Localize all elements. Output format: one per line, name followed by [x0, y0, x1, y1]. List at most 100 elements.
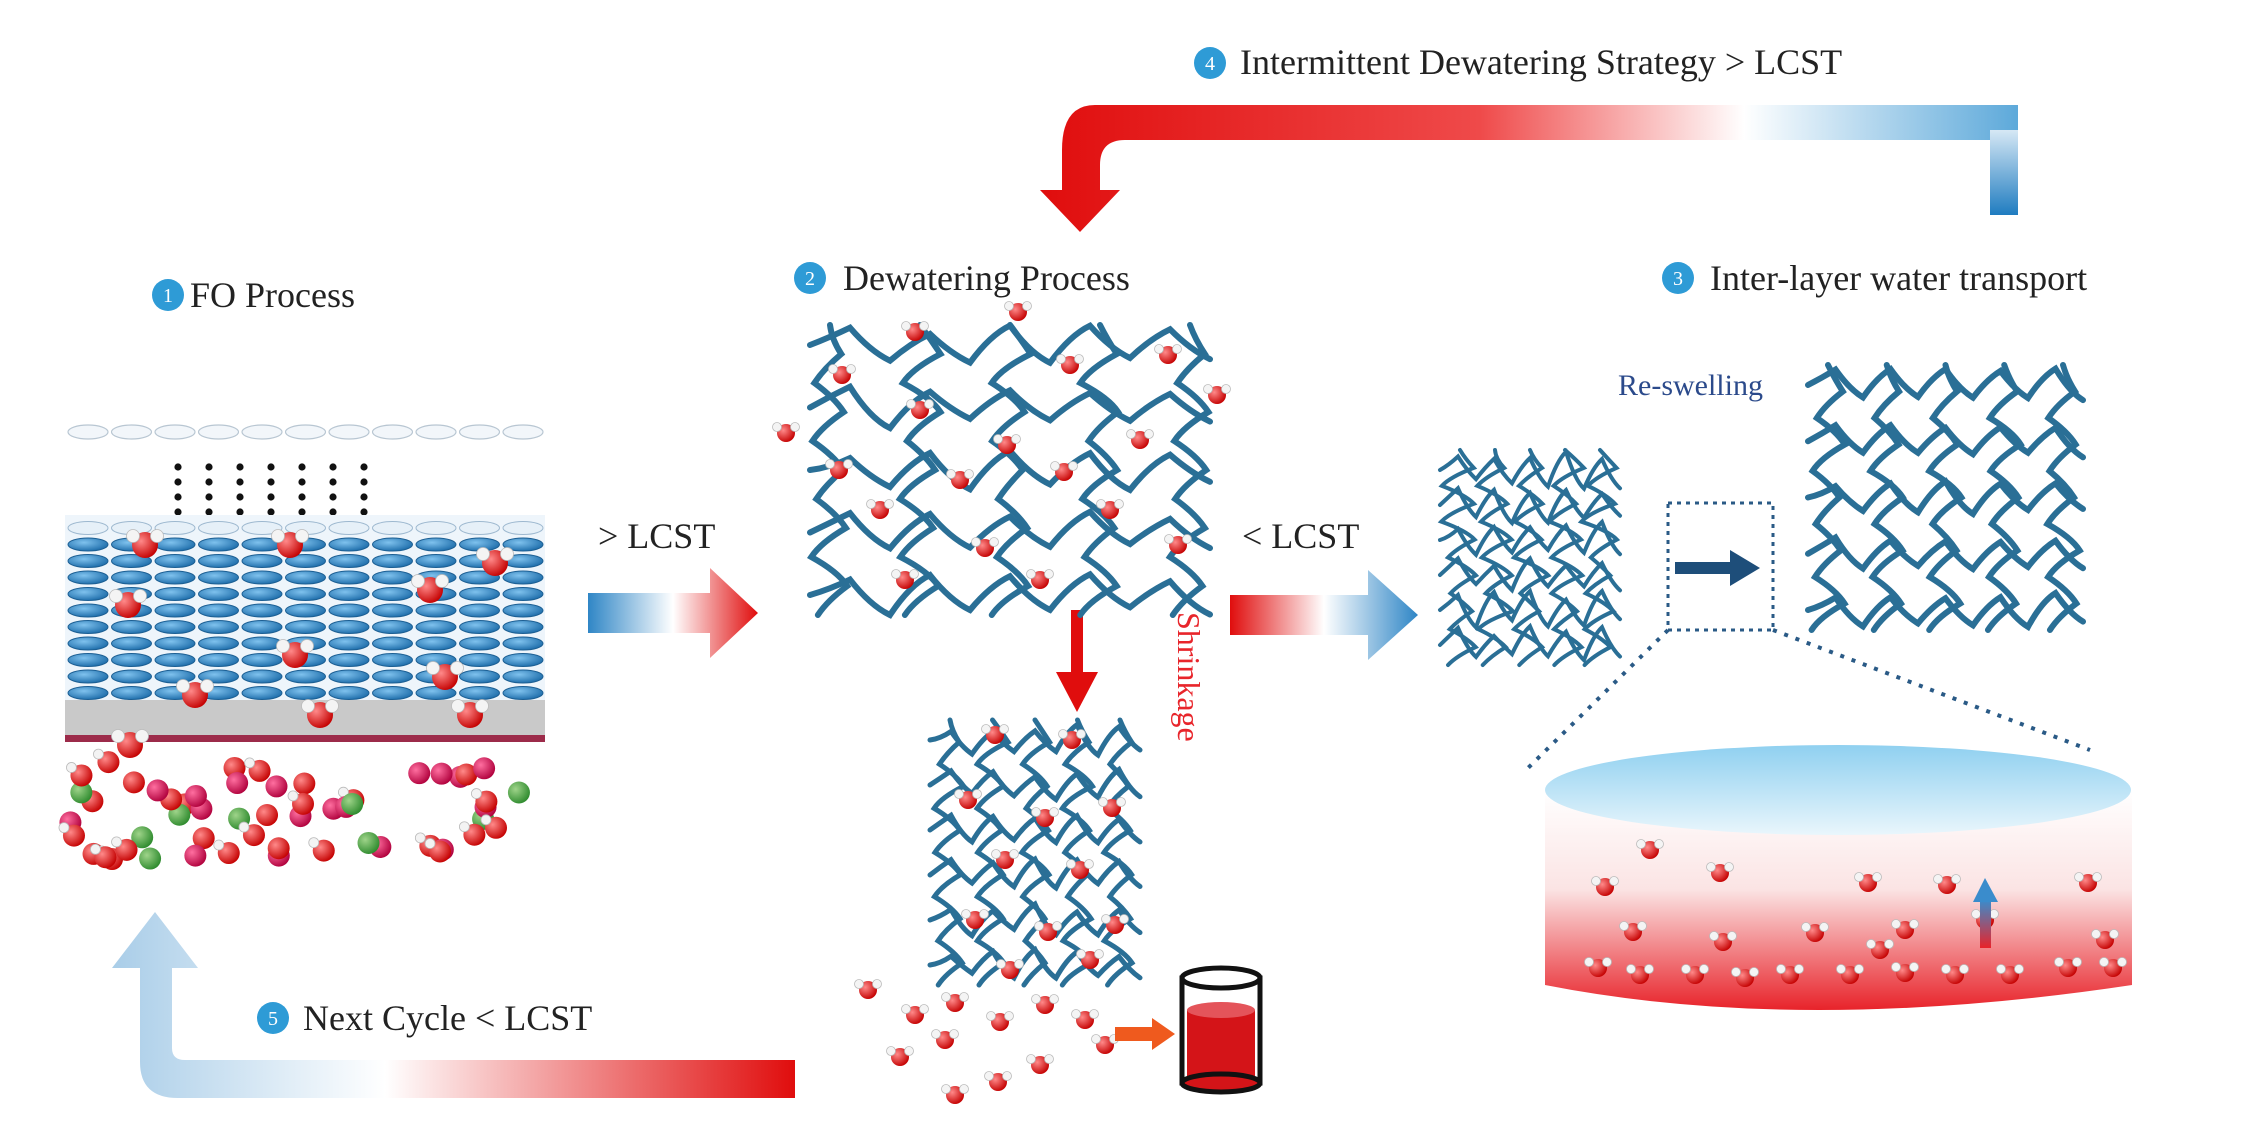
network-water — [772, 301, 1231, 590]
membrane-disk — [154, 636, 196, 651]
polymer-chain — [1925, 362, 1966, 633]
membrane-disk — [415, 424, 457, 440]
solute-particle — [122, 771, 145, 794]
solute-dot — [360, 463, 368, 471]
membrane-disk — [285, 603, 326, 618]
membrane-disk — [284, 424, 327, 440]
membrane-disk — [67, 537, 109, 552]
membrane-disk — [67, 686, 109, 700]
membrane-disk — [502, 603, 544, 618]
solute-dot — [267, 493, 275, 501]
membrane-disk — [111, 570, 152, 585]
polymer-chain — [807, 570, 1213, 619]
solute-dot — [329, 493, 337, 501]
polymer-chain — [1510, 448, 1552, 667]
membrane-disk — [328, 669, 370, 684]
svg-text:Dewatering Process: Dewatering Process — [843, 258, 1130, 298]
dewatering-network — [806, 321, 1213, 619]
hydrogen-atom — [111, 836, 122, 848]
hydrogen-atom — [90, 843, 101, 855]
water-molecule — [1071, 1009, 1099, 1030]
membrane-disk — [285, 686, 326, 700]
hydrogen-atom — [66, 762, 77, 773]
hydrogen-atom — [244, 757, 255, 769]
membrane-disk — [459, 636, 500, 651]
water-molecule — [931, 1029, 959, 1050]
membrane-disk — [502, 653, 544, 667]
membrane-disk — [241, 636, 283, 651]
membrane-disk — [241, 424, 283, 440]
solute-dot — [205, 478, 213, 486]
polymer-chain — [973, 717, 1012, 988]
swollen-network — [1805, 362, 2086, 633]
solute-particle — [455, 763, 478, 786]
svg-text:Next Cycle < LCST: Next Cycle < LCST — [303, 998, 592, 1038]
draw-solution-particles — [58, 748, 530, 871]
solute-particle — [131, 826, 154, 849]
shrinkage-arrow: Shrinkage — [1056, 610, 1207, 742]
membrane-disk — [459, 620, 500, 634]
solute-dot — [298, 493, 306, 501]
polymer-chain — [930, 717, 968, 988]
to-reswelling-arrow: < LCST — [1230, 516, 1418, 660]
membrane-disk — [67, 587, 109, 601]
polymer-chain — [1438, 518, 1622, 559]
solute-dot — [329, 508, 337, 516]
solute-particle — [507, 781, 530, 804]
svg-text:2: 2 — [805, 268, 815, 290]
membrane-disk — [67, 570, 109, 585]
membrane-disk — [285, 620, 326, 634]
water-molecule — [1154, 344, 1182, 365]
solute-dot — [329, 478, 337, 486]
membrane-disk — [154, 554, 196, 568]
polymer-chain — [807, 382, 1213, 432]
membrane-disk — [154, 669, 196, 684]
hydrogen-atom — [414, 832, 426, 844]
membrane-disk — [328, 587, 370, 601]
solute-particle — [70, 781, 93, 804]
polymer-chain — [895, 322, 945, 618]
membrane-disk — [198, 537, 239, 552]
membrane-disk — [328, 424, 370, 440]
solute-dot — [236, 493, 244, 501]
hydrogen-atom — [287, 790, 299, 802]
svg-text:3: 3 — [1673, 268, 1683, 290]
membrane-disk — [502, 669, 544, 684]
membrane-disk — [328, 554, 370, 568]
water-molecule — [1126, 429, 1154, 450]
membrane-disk — [459, 521, 500, 535]
polymer-chain — [1545, 448, 1588, 667]
water-molecule — [854, 979, 882, 1000]
membrane-disk — [502, 620, 544, 634]
polymer-chain — [1984, 362, 2025, 633]
svg-text:Re-swelling: Re-swelling — [1618, 369, 1763, 402]
membrane-disk — [241, 570, 283, 585]
solute-particle — [146, 779, 169, 802]
solute-particle — [293, 772, 316, 795]
membrane-disk — [111, 636, 152, 651]
membrane-disk — [415, 636, 457, 651]
fo-membrane-stack — [58, 424, 545, 871]
svg-text:FO Process: FO Process — [190, 275, 355, 315]
water-molecule — [986, 1011, 1014, 1032]
polymer-chain — [1100, 717, 1136, 988]
membrane-disk — [241, 554, 283, 568]
solute-dots — [174, 463, 368, 516]
water-molecule — [1031, 994, 1059, 1015]
polymer-chain — [1165, 322, 1213, 618]
membrane-disk — [154, 620, 196, 634]
membrane-disk — [241, 603, 283, 618]
membrane-disk — [67, 603, 109, 618]
membrane-disk — [415, 603, 457, 618]
membrane-disk — [111, 554, 152, 568]
step-5-label: 5 Next Cycle < LCST — [257, 998, 592, 1038]
membrane-disk — [459, 669, 500, 684]
membrane-disk — [241, 587, 283, 601]
hydrogen-atom — [458, 821, 470, 833]
membrane-disk — [459, 653, 500, 667]
membrane-disk — [415, 537, 457, 552]
membrane-disk — [415, 554, 457, 568]
water-molecule — [772, 422, 800, 443]
solute-dot — [298, 478, 306, 486]
water-molecule — [1164, 534, 1192, 555]
